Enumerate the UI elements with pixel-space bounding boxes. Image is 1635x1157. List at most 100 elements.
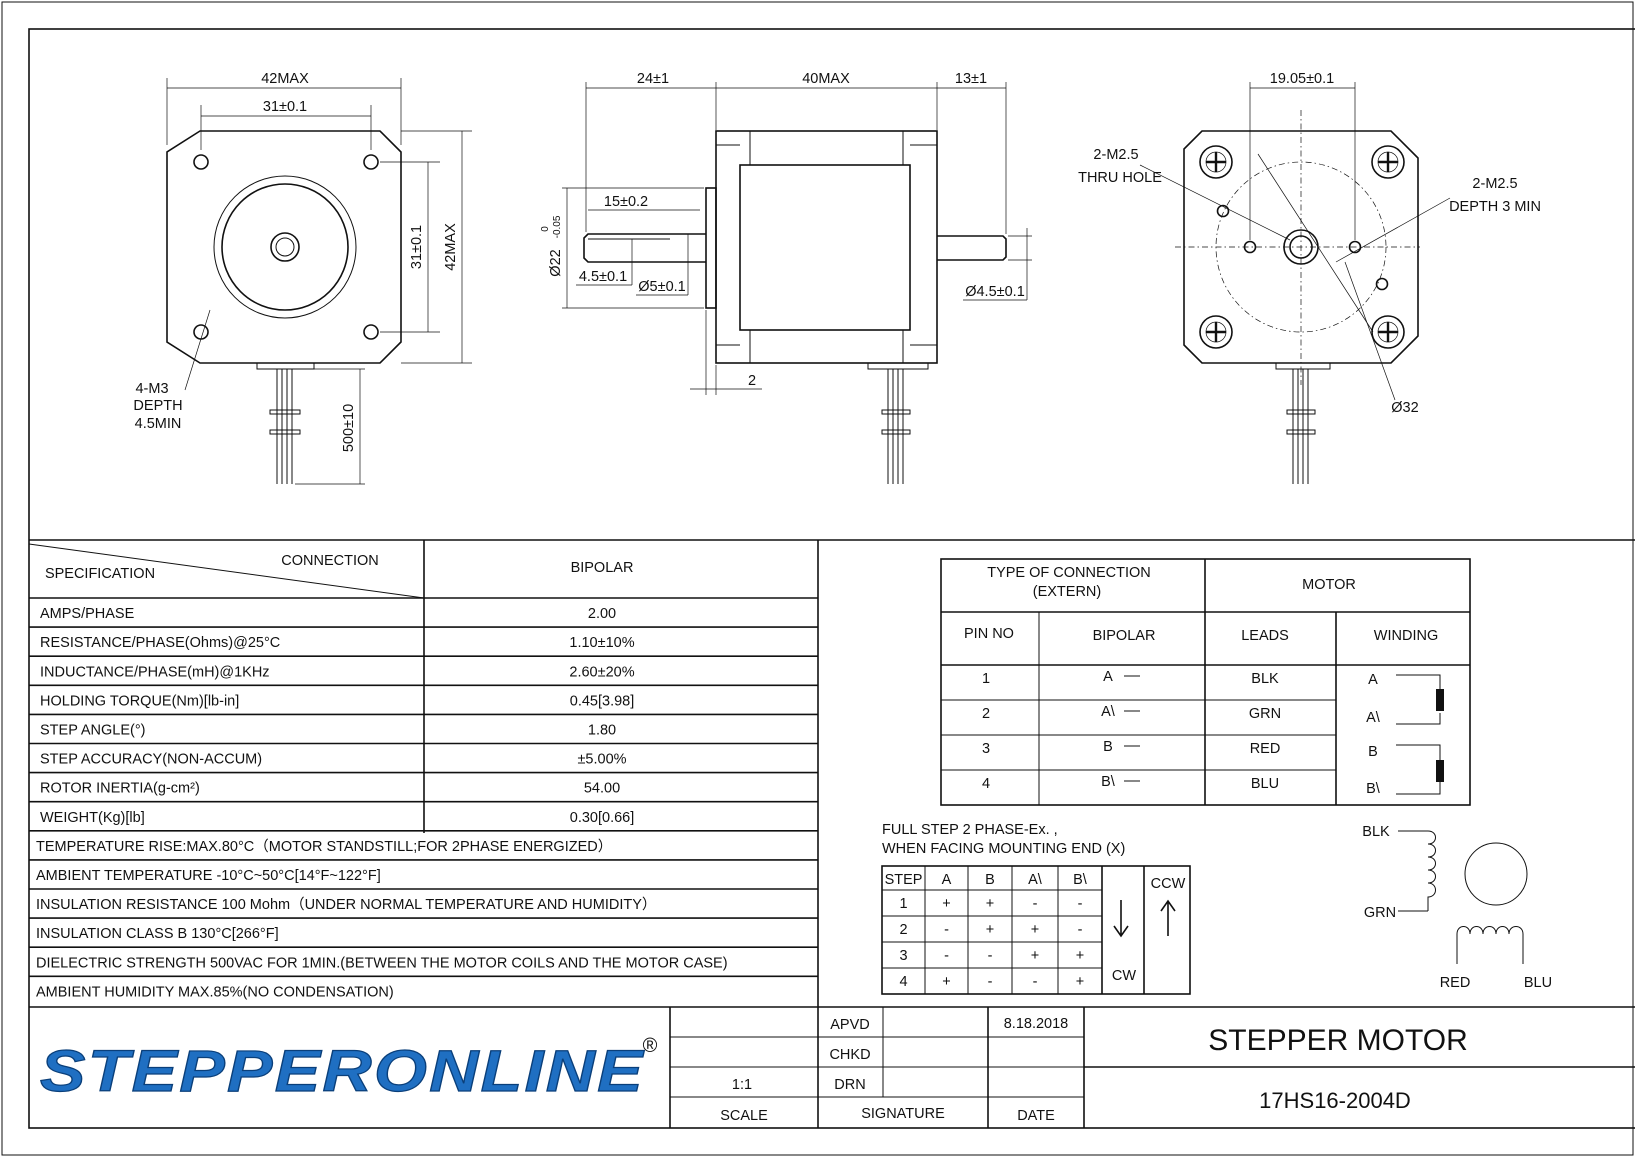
conn-row-bipolar: A bbox=[1103, 669, 1113, 685]
side-dim-shaft-dia: Ø5±0.1 bbox=[638, 279, 685, 295]
step-cw: CW bbox=[1112, 968, 1136, 984]
spec-row-value: ±5.00% bbox=[577, 752, 626, 768]
conn-row-lead: BLK bbox=[1251, 671, 1279, 687]
front-boss-outer bbox=[213, 175, 357, 319]
side-dim-flat-depth: 4.5±0.1 bbox=[579, 269, 627, 285]
front-dim-right-inner: 31±0.1 bbox=[409, 225, 425, 269]
rear-leads bbox=[1286, 369, 1316, 484]
spec-note: TEMPERATURE RISE:MAX.80°C（MOTOR STANDSTI… bbox=[36, 838, 612, 855]
rear-right-callout-2: DEPTH 3 MIN bbox=[1449, 199, 1541, 215]
conn-type-header-1: TYPE OF CONNECTION bbox=[987, 565, 1151, 581]
step-header: STEP bbox=[885, 872, 923, 888]
step-header: A\ bbox=[1028, 872, 1043, 888]
spec-note: DIELECTRIC STRENGTH 500VAC FOR 1MIN.(BET… bbox=[36, 955, 728, 971]
step-cell: + bbox=[986, 922, 994, 938]
step-header: B\ bbox=[1073, 872, 1088, 888]
spec-note: AMBIENT HUMIDITY MAX.85%(NO CONDENSATION… bbox=[36, 984, 394, 1000]
front-lead-length: 500±10 bbox=[341, 404, 357, 452]
side-rear-shaft bbox=[937, 235, 1007, 261]
side-lead-exit bbox=[867, 362, 929, 370]
tb-scale-value: 1:1 bbox=[732, 1077, 752, 1093]
coil-b-icon bbox=[1456, 926, 1524, 964]
tb-drn: DRN bbox=[834, 1077, 865, 1093]
spec-row-value: 54.00 bbox=[584, 781, 620, 797]
spec-note: AMBIENT TEMPERATURE -10°C~50°C[14°F~122°… bbox=[36, 868, 381, 884]
title-block: STEPPERONLINE ® APVD CHKD DRN 8.18.2018 … bbox=[29, 1006, 1635, 1128]
rear-body-outline bbox=[1183, 130, 1419, 364]
coil-a-icon bbox=[1427, 830, 1436, 911]
step-cell: + bbox=[942, 974, 950, 990]
step-caption-1: FULL STEP 2 PHASE-Ex. , bbox=[882, 822, 1058, 838]
spec-table: CONNECTION SPECIFICATION BIPOLAR AMPS/PH… bbox=[28, 540, 818, 1000]
spec-row-label: HOLDING TORQUE(Nm)[lb-in] bbox=[40, 693, 239, 709]
conn-row-lead: BLU bbox=[1251, 776, 1279, 792]
conn-col-pin: PIN NO bbox=[964, 626, 1014, 642]
spec-row-value: 1.80 bbox=[588, 723, 616, 739]
step-ccw: CCW bbox=[1151, 876, 1186, 892]
side-dim-flat: 15±0.2 bbox=[604, 194, 648, 210]
registered-mark: ® bbox=[643, 1035, 658, 1057]
spec-row-value: 2.60±20% bbox=[569, 664, 634, 680]
winding-b-resistor bbox=[1436, 760, 1444, 782]
conn-row-bipolar: B\ bbox=[1101, 774, 1116, 790]
front-hole-tl bbox=[193, 154, 209, 170]
rear-view: 19.05±0.1 2-M2.5 THRU HOLE 2-M2.5 DEPTH … bbox=[1078, 71, 1541, 484]
conn-row-winding: A bbox=[1368, 672, 1378, 688]
spec-row-value: 0.45[3.98] bbox=[570, 693, 635, 709]
side-view: 24±1 40MAX 13±1 15±0.2 Ø22 0 -0.05 4.5±0… bbox=[540, 71, 1032, 484]
front-dim-right-outer: 42MAX bbox=[443, 223, 459, 271]
winding-b-coil bbox=[1396, 744, 1441, 795]
step-cell: 4 bbox=[899, 974, 907, 990]
conn-row-winding: B\ bbox=[1366, 781, 1381, 797]
spec-header-value: BIPOLAR bbox=[571, 560, 634, 576]
rear-hole-left bbox=[1243, 240, 1257, 254]
wire-label-blu: BLU bbox=[1524, 975, 1552, 991]
front-hole-callout-2: DEPTH bbox=[133, 398, 182, 414]
side-body-inner bbox=[739, 164, 911, 331]
rear-screw-tl bbox=[1199, 145, 1233, 179]
conn-row-winding: A\ bbox=[1366, 710, 1381, 726]
side-dim-body: 40MAX bbox=[802, 71, 850, 87]
conn-col-leads: LEADS bbox=[1241, 628, 1289, 644]
winding-a-coil bbox=[1396, 674, 1441, 725]
tb-scale-label: SCALE bbox=[720, 1108, 768, 1124]
rear-right-callout-1: 2-M2.5 bbox=[1472, 176, 1517, 192]
step-cell: 2 bbox=[899, 922, 907, 938]
step-cell: 1 bbox=[899, 896, 907, 912]
step-cell: + bbox=[1076, 948, 1084, 964]
step-cell: - bbox=[988, 948, 993, 964]
spec-note: INSULATION CLASS B 130°C[266°F] bbox=[36, 926, 279, 942]
conn-row-pin: 4 bbox=[982, 776, 990, 792]
rear-left-callout-1: 2-M2.5 bbox=[1093, 147, 1138, 163]
conn-col-bipolar: BIPOLAR bbox=[1093, 628, 1156, 644]
conn-row-pin: 2 bbox=[982, 706, 990, 722]
spec-row-label: AMPS/PHASE bbox=[40, 606, 135, 622]
spec-row-label: RESISTANCE/PHASE(Ohms)@25°C bbox=[40, 635, 280, 651]
step-cell: + bbox=[1076, 974, 1084, 990]
step-cell: - bbox=[1033, 974, 1038, 990]
spec-notes: TEMPERATURE RISE:MAX.80°C（MOTOR STANDSTI… bbox=[29, 838, 818, 1000]
front-shaft-flat bbox=[275, 237, 295, 257]
step-caption-2: WHEN FACING MOUNTING END (X) bbox=[882, 841, 1125, 857]
front-leads bbox=[269, 369, 301, 484]
rear-hole-thru-b bbox=[1375, 277, 1389, 291]
rear-lead-exit bbox=[1275, 362, 1331, 370]
tb-apvd: APVD bbox=[830, 1017, 870, 1033]
spec-row-label: ROTOR INERTIA(g-cm²) bbox=[40, 781, 200, 797]
conn-row-lead: GRN bbox=[1249, 706, 1281, 722]
step-cell: 3 bbox=[899, 948, 907, 964]
rear-circle-dia: Ø32 bbox=[1391, 400, 1418, 416]
conn-row-winding: B bbox=[1368, 744, 1378, 760]
step-cell: - bbox=[1078, 922, 1083, 938]
spec-row-label: STEP ACCURACY(NON-ACCUM) bbox=[40, 752, 262, 768]
rear-screw-br bbox=[1371, 315, 1405, 349]
rotor-icon bbox=[1464, 842, 1528, 906]
front-shaft bbox=[270, 232, 300, 262]
step-cell: + bbox=[942, 896, 950, 912]
tb-signature-label: SIGNATURE bbox=[861, 1106, 945, 1122]
conn-row-lead: RED bbox=[1250, 741, 1281, 757]
wire-label-blk: BLK bbox=[1362, 824, 1390, 840]
side-dim-boss-sup: 0 bbox=[540, 226, 551, 232]
